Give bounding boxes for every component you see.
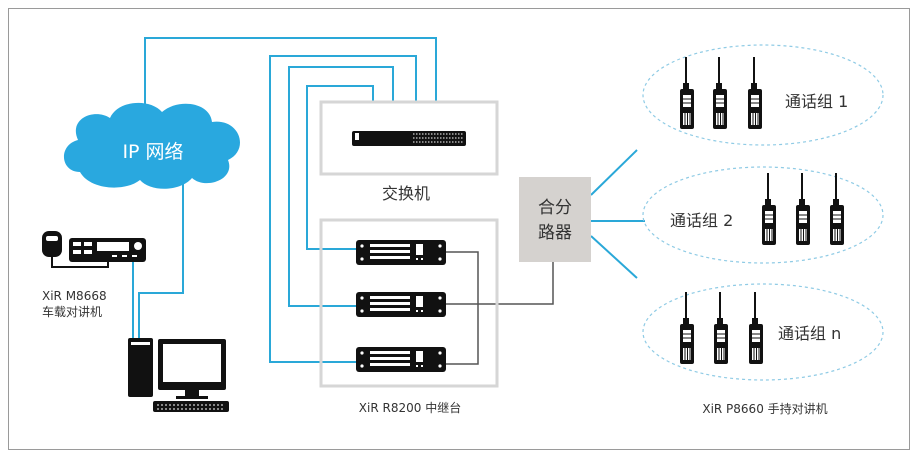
talk-group-label: 通话组 1 xyxy=(785,92,848,111)
repeater-icon xyxy=(356,347,446,372)
mobile-radio-icon xyxy=(42,231,146,268)
mobile-radio: XiR M8668 车载对讲机 xyxy=(42,231,146,319)
repeater-icon xyxy=(356,292,446,317)
repeater-icon xyxy=(356,240,446,265)
switch: 交换机 xyxy=(319,100,499,203)
handheld-radio-icon xyxy=(795,172,811,246)
talk-group-1: 通话组 1 xyxy=(642,44,884,146)
handheld-radio-icon xyxy=(712,56,728,130)
switch-label: 交换机 xyxy=(382,184,430,203)
talk-group-label: 通话组 n xyxy=(778,324,841,343)
ip-network-cloud: IP 网络 xyxy=(63,102,240,189)
handheld-radio-icon xyxy=(713,291,729,365)
switch-device-icon xyxy=(352,131,466,146)
combiner-label-1: 合分 xyxy=(538,198,572,218)
talk-group-label: 通话组 2 xyxy=(670,211,733,230)
handheld-radio-icon xyxy=(748,291,764,365)
handheld-radio-icon xyxy=(829,172,845,246)
repeater-label: XiR R8200 中继台 xyxy=(359,400,461,415)
talk-group-n: 通话组 n xyxy=(642,283,884,381)
repeater-group: XiR R8200 中继台 xyxy=(319,218,499,415)
network-links xyxy=(132,37,645,363)
handheld-radio-icon xyxy=(761,172,777,246)
handheld-radio-icon xyxy=(747,56,763,130)
talk-group-2: 通话组 2 xyxy=(642,166,884,264)
handheld-label: XiR P8660 手持对讲机 xyxy=(702,401,827,416)
combiner: 合分 路器 xyxy=(519,177,591,262)
handheld-radio-icon xyxy=(679,291,695,365)
mobile-radio-model: XiR M8668 xyxy=(42,289,107,303)
computer-icon xyxy=(128,338,229,412)
cloud-label: IP 网络 xyxy=(122,141,183,163)
handheld-radio-icon xyxy=(679,56,695,130)
rf-links xyxy=(446,251,554,365)
mobile-radio-name: 车载对讲机 xyxy=(42,304,102,319)
combiner-label-2: 路器 xyxy=(538,223,572,243)
diagram-frame xyxy=(8,8,910,450)
